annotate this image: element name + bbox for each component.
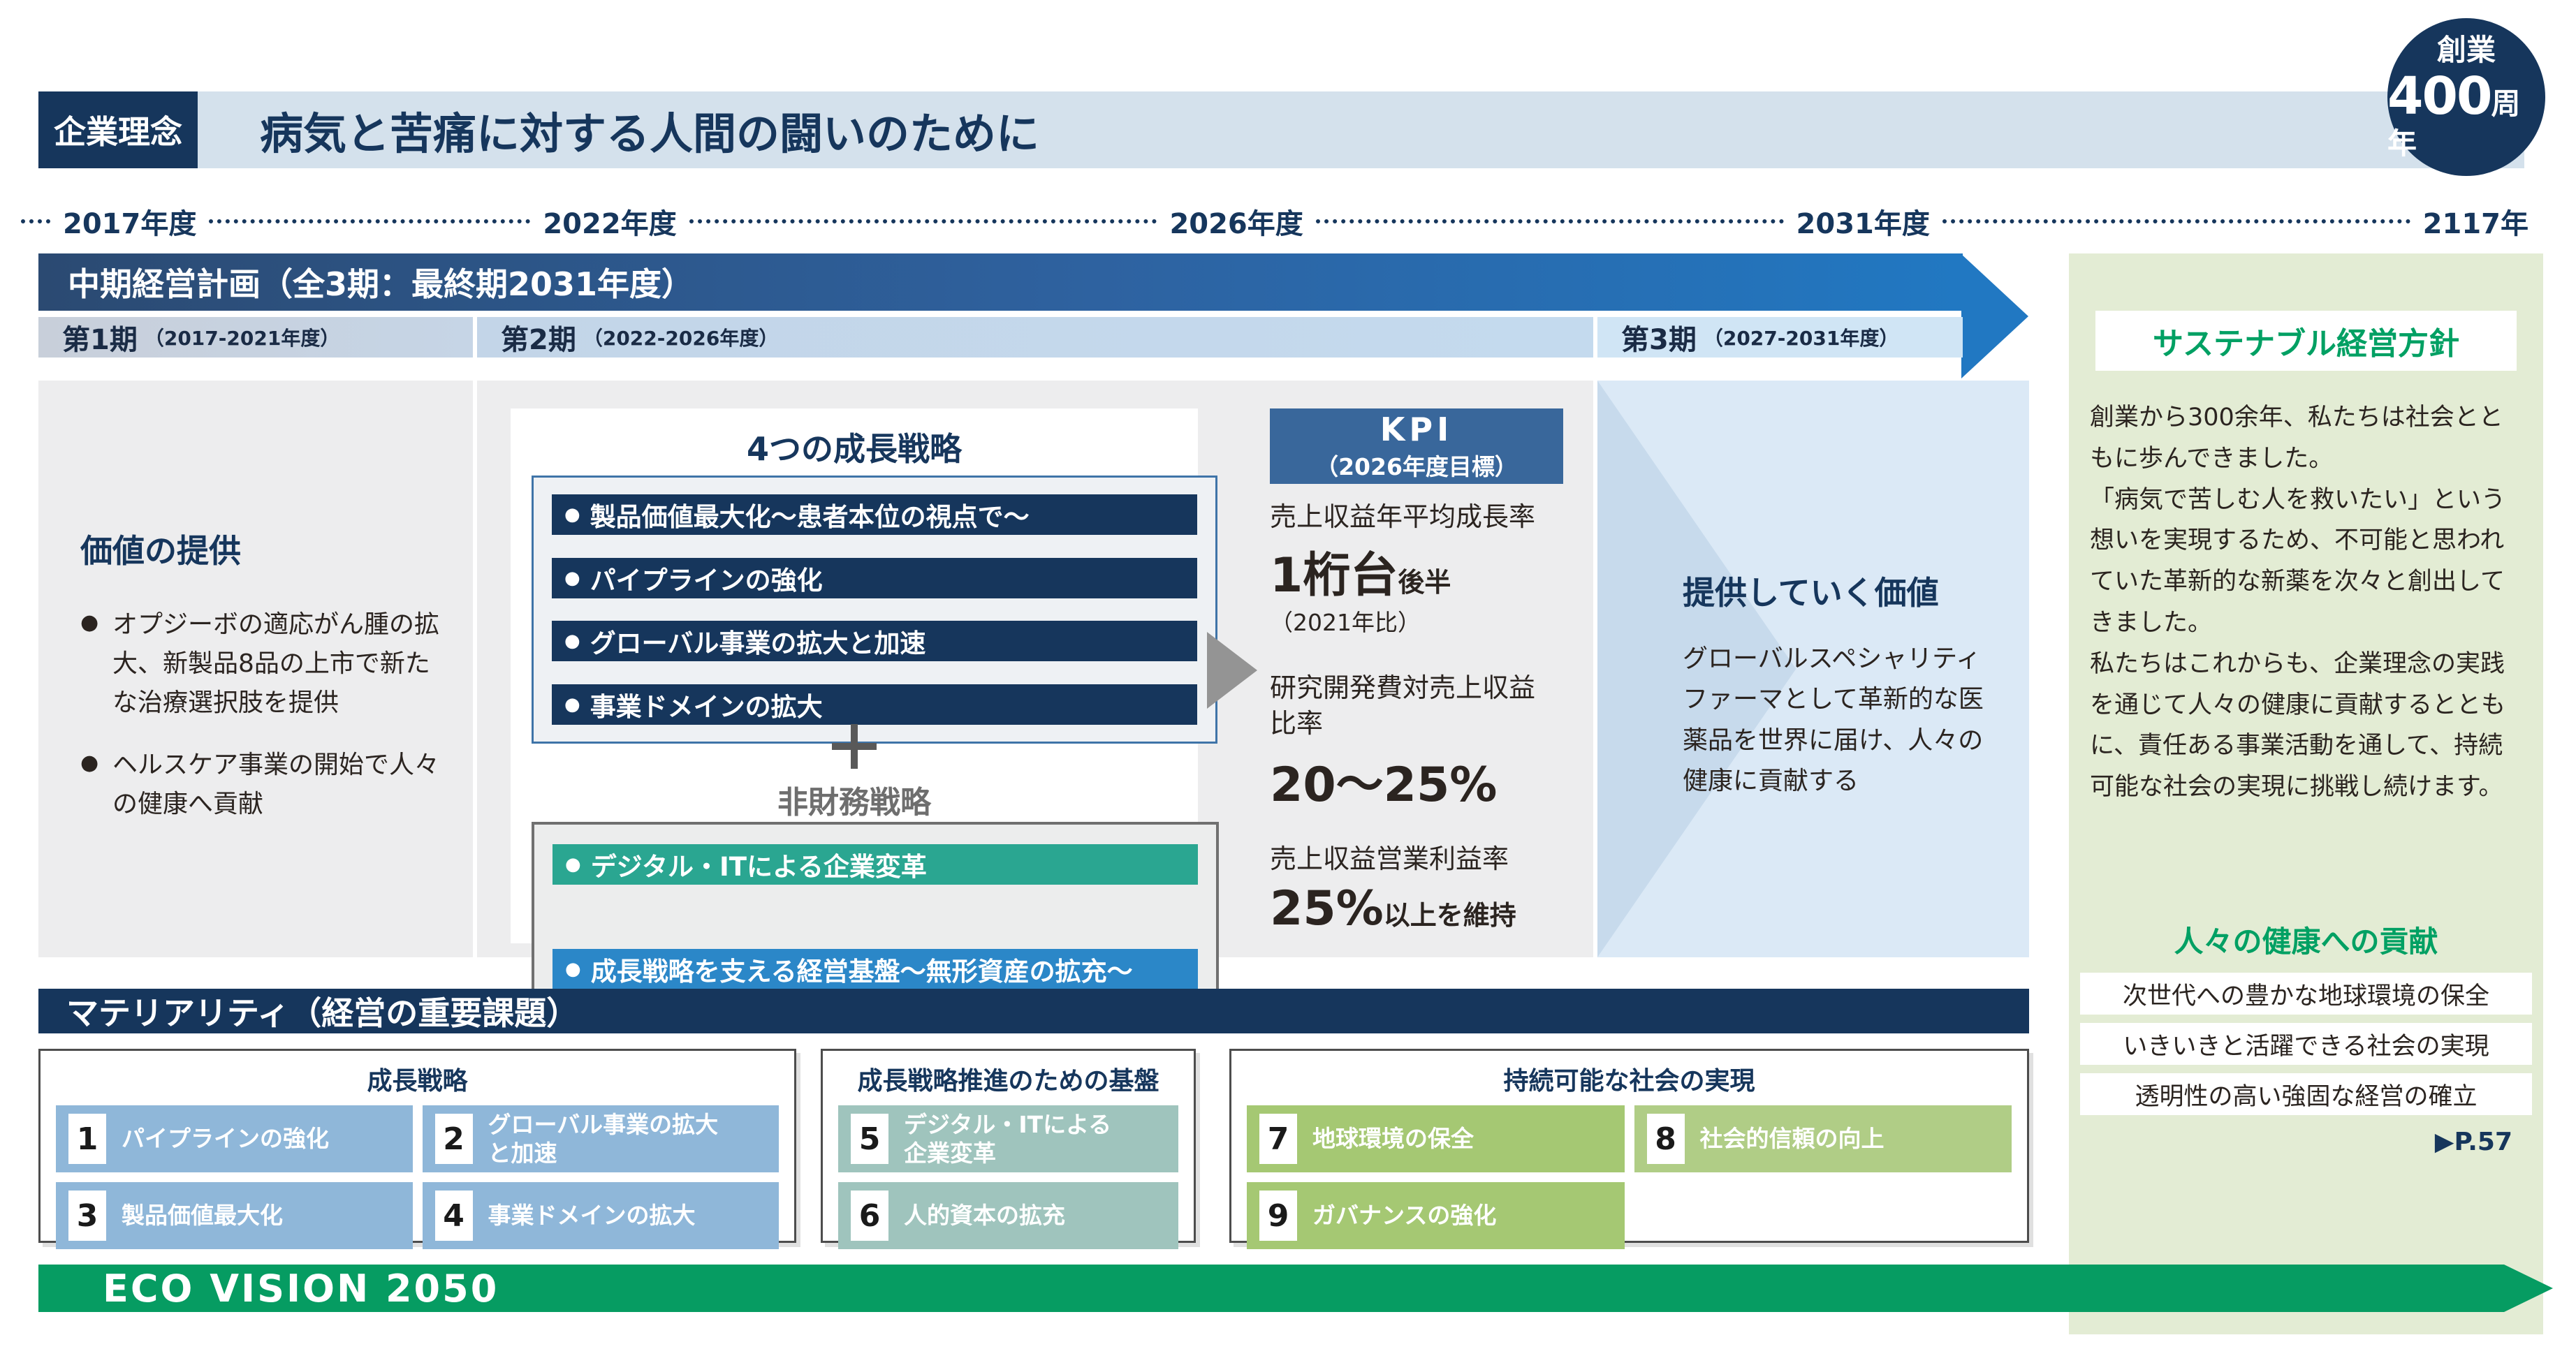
timeline-label-2017: 2017年度 xyxy=(63,208,197,240)
future-value-panel: 提供していく価値 グローバルスペシャリティファーマとして革新的な医薬品を世界に届… xyxy=(1597,381,2029,957)
materiality-item-9: 9 ガバナンスの強化 xyxy=(1247,1182,1625,1249)
sustainability-title: サステナブル経営方針 xyxy=(2152,326,2460,362)
nonfinancial-frame: デジタル・ITによる企業変革 成長戦略を支える経営基盤～無形資産の拡充～ xyxy=(532,822,1219,1012)
anniversary-badge: 創業 400周年 xyxy=(2387,18,2545,176)
timeline-label-2026: 2026年度 xyxy=(1169,208,1303,240)
sustainability-body: 創業から300余年、私たちは社会とともに歩んできました。 「病気で苦しむ人を救い… xyxy=(2090,404,2506,802)
value-delivery-title: 価値の提供 xyxy=(80,532,241,570)
future-value-title: 提供していく価値 xyxy=(1683,574,1939,612)
kpi-header: KPI （2026年度目標） xyxy=(1270,408,1563,484)
materiality-item-5: 5 デジタル・ITによる企業変革 xyxy=(838,1105,1178,1172)
growth-item: 事業ドメインの拡大 xyxy=(552,684,1197,725)
phase-1-cell: 第1期 （2017-2021年度） xyxy=(38,317,473,358)
kpi-metric1-note: （2021年比） xyxy=(1270,609,1421,636)
growth-strategy-box: 4つの成長戦略 製品価値最大化～患者本位の視点で～ パイプラインの強化 グローバ… xyxy=(511,408,1219,1012)
kpi-metric2-label: 研究開発費対売上収益比率 xyxy=(1270,672,1536,739)
materiality-title: マテリアリティ（経営の重要課題） xyxy=(66,994,579,1032)
kpi-metric2-value: 20～25% xyxy=(1270,758,1498,813)
sustainability-panel: サステナブル経営方針 創業から300余年、私たちは社会とともに歩んできました。 … xyxy=(2069,253,2543,1334)
nonfinancial-item: デジタル・ITによる企業変革 xyxy=(552,844,1198,885)
materiality-item-4: 4 事業ドメインの拡大 xyxy=(422,1182,779,1249)
value-delivery-panel: 価値の提供 オプジーボの適応がん腫の拡大、新製品8品の上市で新たな治療選択肢を提… xyxy=(38,381,473,957)
timeline-label-2031: 2031年度 xyxy=(1796,208,1930,240)
plus-icon xyxy=(832,724,877,769)
sustainability-item: 次世代への豊かな地球環境の保全 xyxy=(2080,973,2532,1015)
materiality-group-growth: 成長戦略 1 パイプラインの強化 2 グローバル事業の拡大と加速 3 製品価値最… xyxy=(38,1049,796,1249)
materiality-item-1: 1 パイプラインの強化 xyxy=(56,1105,413,1172)
value-delivery-list: オプジーボの適応がん腫の拡大、新製品8品の上市で新たな治療選択肢を提供 ヘルスケ… xyxy=(80,605,449,824)
phase-3-cell: 第3期 （2027-2031年度） xyxy=(1597,317,1963,358)
timeline-leader xyxy=(21,219,50,223)
kpi-metric3-value: 25%以上を維持 xyxy=(1270,881,1516,936)
list-item: オプジーボの適応がん腫の拡大、新製品8品の上市で新たな治療選択肢を提供 xyxy=(80,605,449,722)
eco-vision-title: ECO VISION 2050 xyxy=(103,1266,499,1311)
anniversary-line2: 400周年 xyxy=(2387,66,2521,161)
page-reference-link[interactable]: ▶P.57 xyxy=(2434,1128,2512,1156)
materiality-item-7: 7 地球環境の保全 xyxy=(1247,1105,1625,1172)
anniversary-line1: 創業 xyxy=(2436,33,2496,68)
materiality-empty-cell xyxy=(1634,1182,2012,1249)
kpi-metric3-label: 売上収益営業利益率 xyxy=(1270,843,1509,874)
materiality-group-society: 持続可能な社会の実現 7 地球環境の保全 8 社会的信頼の向上 9 ガバナンスの… xyxy=(1229,1049,2029,1249)
health-contribution-title: 人々の健康への貢献 xyxy=(2174,924,2438,959)
sustainability-title-box: サステナブル経営方針 xyxy=(2095,311,2517,371)
growth-items-frame: 製品価値最大化～患者本位の視点で～ パイプラインの強化 グローバル事業の拡大と加… xyxy=(532,476,1217,744)
page-title: 病気と苦痛に対する人間の闘いのために xyxy=(260,108,1040,159)
midterm-plan-title: 中期経営計画（全3期：最終期2031年度） xyxy=(68,265,694,303)
timeline-dots xyxy=(689,219,1157,223)
midterm-plan-band: 中期経営計画（全3期：最終期2031年度） xyxy=(38,253,1963,311)
sustainability-item: いきいきと活躍できる社会の実現 xyxy=(2080,1023,2532,1065)
materiality-item-8: 8 社会的信頼の向上 xyxy=(1634,1105,2012,1172)
materiality-grid: 7 地球環境の保全 8 社会的信頼の向上 9 ガバナンスの強化 xyxy=(1247,1105,2012,1249)
materiality-grid: 1 パイプラインの強化 2 グローバル事業の拡大と加速 3 製品価値最大化 4 … xyxy=(56,1105,779,1249)
phase-2-cell: 第2期 （2022-2026年度） xyxy=(477,317,1593,358)
materiality-group-foundation: 成長戦略推進のための基盤 5 デジタル・ITによる企業変革 6 人的資本の拡充 xyxy=(821,1049,1196,1249)
materiality-item-2: 2 グローバル事業の拡大と加速 xyxy=(422,1105,779,1172)
timeline-dots xyxy=(209,219,531,223)
header-band xyxy=(196,91,2524,168)
future-value-body: グローバルスペシャリティファーマとして革新的な医薬品を世界に届け、人々の健康に貢… xyxy=(1683,644,1984,795)
materiality-item-3: 3 製品価値最大化 xyxy=(56,1182,413,1249)
timeline: 2017年度 2022年度 2026年度 2031年度 2117年 xyxy=(21,204,2529,240)
timeline-dots xyxy=(1315,219,1784,223)
list-item: ヘルスケア事業の開始で人々の健康へ貢献 xyxy=(80,746,449,824)
nonfinancial-item: 成長戦略を支える経営基盤～無形資産の拡充～ xyxy=(552,949,1198,989)
materiality-grid: 5 デジタル・ITによる企業変革 6 人的資本の拡充 xyxy=(838,1105,1178,1249)
kpi-subtitle: （2026年度目標） xyxy=(1315,453,1518,480)
right-arrow-icon xyxy=(1207,632,1257,709)
nonfinancial-title: 非財務戦略 xyxy=(777,785,931,820)
kpi-metric1-label: 売上収益年平均成長率 xyxy=(1270,501,1536,532)
growth-strategy-title: 4つの成長戦略 xyxy=(746,430,962,468)
growth-item: パイプラインの強化 xyxy=(552,557,1197,598)
growth-item: グローバル事業の拡大と加速 xyxy=(552,621,1197,662)
philosophy-badge: 企業理念 xyxy=(38,91,198,168)
kpi-metric1-value: 1桁台後半 xyxy=(1270,548,1451,603)
kpi-title: KPI xyxy=(1380,411,1454,448)
materiality-band: マテリアリティ（経営の重要課題） xyxy=(38,989,2029,1033)
timeline-dots xyxy=(1942,219,2410,223)
timeline-label-2022: 2022年度 xyxy=(543,208,677,240)
materiality-item-6: 6 人的資本の拡充 xyxy=(838,1182,1178,1249)
philosophy-badge-label: 企業理念 xyxy=(54,113,182,151)
sustainability-item: 透明性の高い強固な経営の確立 xyxy=(2080,1073,2532,1115)
plan-arrow-icon xyxy=(1961,254,2028,378)
growth-item: 製品価値最大化～患者本位の視点で～ xyxy=(552,494,1197,535)
timeline-label-2117: 2117年 xyxy=(2422,208,2529,240)
eco-vision-band: ECO VISION 2050 xyxy=(38,1265,2553,1312)
